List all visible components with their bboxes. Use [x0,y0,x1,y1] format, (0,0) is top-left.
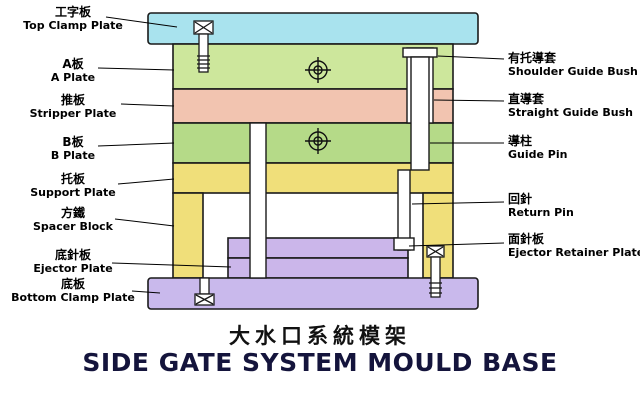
bottom-bolt-icon [194,277,215,306]
center-mark-icon [305,128,331,154]
label-en: Top Clamp Plate [23,19,123,32]
label-bottom-clamp-plate: 底板 Bottom Clamp Plate [2,277,144,305]
leader-line [117,178,175,185]
title-english: SIDE GATE SYSTEM MOULD BASE [82,348,558,377]
label-zh: 工字板 [54,5,91,19]
label-en: Shoulder Guide Bush [508,65,638,78]
label-zh: 有托導套 [508,51,557,65]
label-en: Bottom Clamp Plate [11,291,135,304]
label-en: Guide Pin [508,148,568,161]
label-top-clamp-plate: 工字板 Top Clamp Plate [2,5,144,33]
label-en: Return Pin [508,206,574,219]
leader-line [437,55,505,60]
label-guide-pin: 導柱 Guide Pin [508,134,640,162]
label-zh: 直導套 [508,92,545,106]
label-ejector-retainer-plate: 面針板 Ejector Retainer Plate [508,232,640,260]
title-chinese: 大水口系統模架 [229,324,411,348]
label-zh: 托板 [60,172,85,186]
label-ejector-plate: 底針板 Ejector Plate [2,248,144,276]
return-pin-center [249,122,267,279]
label-zh: 方鐵 [60,206,85,220]
label-b-plate: B板 B Plate [2,135,144,163]
leader-line [97,67,175,71]
label-en: Ejector Plate [33,262,113,275]
center-mark-icon [305,57,331,83]
label-en: Support Plate [30,186,116,199]
leader-line [105,16,178,28]
leader-line [131,290,161,294]
return-pin-right [393,169,415,251]
label-zh: 底針板 [54,248,91,262]
leader-line [411,201,505,205]
label-zh: 推板 [60,93,85,107]
label-en: Spacer Block [32,220,113,233]
label-shoulder-guide-bush: 有托導套 Shoulder Guide Bush [508,51,640,79]
label-support-plate: 托板 Support Plate [2,172,144,200]
leader-line [120,103,175,107]
label-zh: 面針板 [508,232,545,246]
spacer-bolt-icon [426,245,445,298]
label-zh: B板 [62,135,84,149]
label-a-plate: A板 A Plate [2,57,144,85]
label-en: A Plate [50,71,96,84]
b-plate [172,122,454,164]
guide-bush-assembly [402,47,438,171]
bottom-clamp-plate [147,277,479,310]
label-return-pin: 回針 Return Pin [508,192,640,220]
leader-line [97,142,175,147]
label-en: Straight Guide Bush [508,106,633,119]
leader-line [433,99,505,102]
leader-lines [97,16,505,294]
label-stripper-plate: 推板 Stripper Plate [2,93,144,121]
label-en: Stripper Plate [29,107,117,120]
leader-line [111,262,232,268]
label-zh: A板 [62,57,84,71]
leader-line [114,218,175,227]
label-en: Ejector Retainer Plate [508,246,640,259]
clamp-bolt-icon [193,20,214,73]
label-zh: 導柱 [508,134,533,148]
leader-line [408,242,505,247]
label-en: B Plate [50,149,96,162]
label-spacer-block: 方鐵 Spacer Block [2,206,144,234]
label-zh: 底板 [60,277,85,291]
label-zh: 回針 [508,192,533,206]
label-straight-guide-bush: 直導套 Straight Guide Bush [508,92,640,120]
